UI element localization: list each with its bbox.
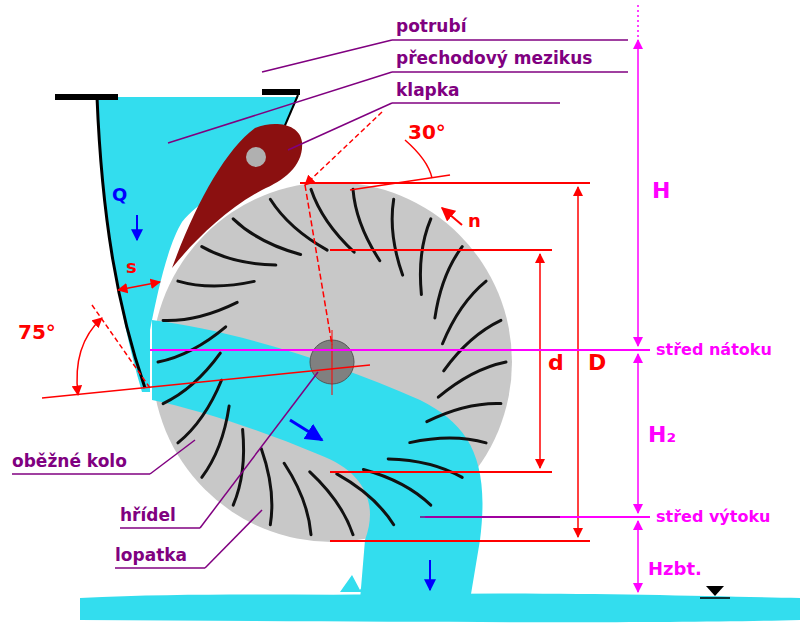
center-mark	[332, 330, 333, 395]
dimension-extension	[300, 182, 590, 184]
angle-line	[305, 112, 382, 185]
dimension-line	[637, 521, 639, 592]
rotation-label: n	[468, 212, 481, 230]
blade	[410, 438, 486, 443]
radius-line	[305, 185, 332, 345]
flange	[55, 94, 118, 100]
blade	[420, 219, 430, 295]
dimension-line	[539, 254, 541, 468]
blade	[311, 189, 354, 252]
blade	[261, 449, 271, 525]
part-label: potrubí	[396, 18, 466, 35]
pipe-wall	[97, 97, 145, 388]
flow-arrow	[290, 420, 322, 440]
dimension-line	[637, 40, 639, 346]
angle-line	[42, 365, 370, 398]
dimension-label: s	[126, 258, 137, 276]
angle-line	[92, 305, 150, 388]
angle-label: 75°	[18, 322, 56, 342]
blade	[427, 404, 501, 422]
angle-label: 30°	[408, 122, 446, 142]
dimension-label: D	[588, 352, 606, 374]
blade	[388, 459, 462, 478]
water-level-symbol	[700, 597, 730, 599]
part-label: hřídel	[120, 507, 176, 524]
angle-arc	[405, 140, 432, 178]
blade	[392, 199, 402, 275]
dimension-extension	[330, 249, 552, 251]
gap-dimension	[118, 282, 160, 290]
dimension-label: d	[548, 352, 564, 374]
dimension-label: H₂	[648, 424, 676, 446]
angle-arc	[77, 318, 102, 395]
dimension-extension	[330, 471, 552, 473]
reference-label: střed výtoku	[656, 509, 770, 525]
flap	[172, 124, 302, 268]
reference-line	[150, 349, 650, 351]
blade	[202, 247, 276, 266]
rotation-arrow	[442, 208, 462, 225]
reference-label: střed nátoku	[656, 342, 772, 358]
flange	[262, 89, 300, 95]
flow-arrow	[136, 215, 138, 240]
part-label: přechodový mezikus	[396, 50, 592, 67]
dimension-extension	[330, 540, 590, 542]
dimension-line	[637, 354, 639, 513]
flap-pivot	[246, 147, 266, 167]
water-level-symbol	[706, 586, 724, 596]
flow-arrow	[429, 560, 431, 590]
blade	[444, 320, 501, 370]
leader-lines	[12, 40, 628, 568]
dimension-line	[577, 187, 579, 537]
water-jet	[152, 320, 483, 600]
blade	[435, 247, 462, 318]
blade	[163, 353, 220, 403]
dimension-label: H	[652, 180, 670, 202]
part-label: oběžné kolo	[12, 453, 127, 470]
blade	[284, 463, 311, 534]
dimension-line	[637, 5, 639, 40]
part-label: klapka	[396, 82, 460, 99]
blade	[158, 327, 226, 362]
blade	[438, 362, 506, 397]
blade	[178, 281, 254, 286]
flow-label: Q	[112, 186, 127, 204]
blade	[202, 406, 229, 477]
dimension-label: Hzbt.	[648, 560, 702, 578]
blade	[233, 430, 243, 506]
blade	[163, 302, 237, 320]
blades	[158, 189, 506, 534]
part-label: lopatka	[115, 547, 187, 564]
blade	[310, 472, 353, 535]
